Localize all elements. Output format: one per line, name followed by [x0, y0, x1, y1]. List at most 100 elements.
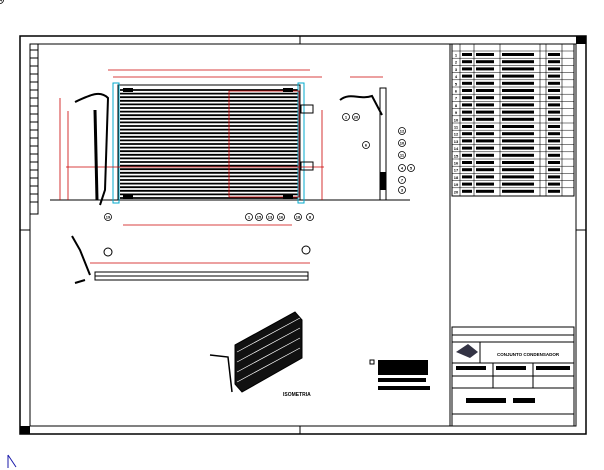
isometric-label: ISOMETRIA	[283, 392, 311, 398]
item-number: 12	[454, 132, 459, 137]
table-cell-text	[502, 89, 534, 92]
front-view	[50, 69, 355, 226]
balloon-number: 8	[309, 215, 312, 220]
item-number: 2	[455, 60, 458, 65]
balloon	[398, 139, 406, 147]
balloon-number: 5	[410, 166, 413, 171]
table-cell-text	[548, 67, 560, 71]
table-cell-text	[476, 67, 494, 71]
table-cell-text	[548, 139, 560, 143]
table-cell-text	[548, 153, 560, 157]
table-cell-text	[476, 81, 494, 85]
balloon	[398, 164, 406, 172]
table-cell-text	[502, 175, 534, 179]
balloon-number: 6	[365, 143, 368, 148]
table-cell-text	[462, 110, 472, 114]
table-cell-text	[476, 96, 494, 100]
balloon-number: 16	[279, 215, 284, 220]
mouse-cursor-icon	[7, 454, 17, 468]
table-cell-text	[548, 132, 560, 136]
table-cell-text	[502, 161, 534, 164]
table-cell-text	[462, 182, 472, 186]
item-number: 17	[454, 168, 459, 173]
item-number: 13	[454, 139, 459, 144]
table-cell-text	[502, 139, 534, 143]
table-cell-text	[462, 103, 472, 107]
table-cell-text	[462, 168, 472, 172]
item-number: 15	[454, 153, 459, 158]
balloon-number: 20	[354, 115, 359, 120]
table-cell-text	[476, 175, 494, 179]
table-cell-text	[502, 132, 534, 136]
balloon	[362, 141, 370, 149]
table-cell-text	[476, 74, 494, 78]
item-number: 9	[455, 110, 458, 115]
balloon-number: 19	[106, 215, 111, 220]
notes	[369, 359, 430, 390]
item-number: 8	[455, 103, 458, 108]
table-cell-text	[548, 161, 560, 164]
balloon	[398, 186, 406, 194]
balloon-number: 10	[400, 141, 405, 146]
item-number: 16	[454, 161, 459, 166]
table-cell-text	[548, 89, 560, 92]
balloon	[0, 0, 4, 4]
table-cell-text	[476, 110, 494, 114]
table-cell-text	[462, 175, 472, 179]
item-number: 4	[455, 74, 458, 79]
table-cell-text	[462, 89, 472, 92]
table-cell-text	[462, 96, 472, 100]
balloon-number: 11	[400, 153, 405, 158]
table-cell-text	[476, 117, 494, 121]
item-number: 6	[455, 89, 458, 94]
balloon	[277, 213, 285, 221]
table-cell-text	[476, 103, 494, 107]
table-cell-text	[462, 60, 472, 64]
drawing-title: CONJUNTO CONDENSADOR	[497, 352, 560, 357]
table-cell-text	[462, 153, 472, 157]
item-number: 20	[454, 189, 459, 194]
table-cell-text	[462, 146, 472, 150]
balloon	[255, 213, 263, 221]
table-cell-text	[462, 161, 472, 164]
isometric-view: ISOMETRIA	[209, 311, 311, 398]
table-cell-text	[476, 132, 494, 136]
table-cell-text	[502, 96, 534, 100]
balloon	[398, 127, 406, 135]
table-cell-text	[548, 146, 560, 150]
iso-tube-line	[236, 317, 301, 353]
table-cell-text	[548, 182, 560, 186]
balloon-number: 13	[268, 215, 273, 220]
balloon-number: 3	[401, 188, 404, 193]
table-cell-text	[476, 60, 494, 64]
item-number: 11	[454, 125, 459, 130]
table-cell-text	[476, 168, 494, 172]
table-cell-text	[548, 103, 560, 107]
table-cell-text	[502, 125, 534, 128]
table-cell-text	[502, 153, 534, 157]
table-cell-text	[476, 189, 494, 193]
title-block: CONJUNTO CONDENSADOR	[451, 326, 575, 427]
table-cell-text	[462, 81, 472, 85]
table-cell-text	[502, 168, 534, 172]
table-cell-text	[502, 67, 534, 71]
table-cell-text	[548, 117, 560, 121]
table-cell-text	[548, 81, 560, 85]
balloon	[104, 213, 112, 221]
balloon-number: 4	[401, 166, 404, 171]
balloon-number: 12	[400, 129, 405, 134]
table-cell-text	[548, 168, 560, 172]
table-cell-text	[502, 103, 534, 107]
table-cell-text	[476, 146, 494, 150]
table-cell-text	[548, 189, 560, 193]
balloon	[266, 213, 274, 221]
table-cell-text	[476, 139, 494, 143]
item-number: 5	[455, 81, 458, 86]
table-cell-text	[462, 125, 472, 128]
table-cell-text	[502, 60, 534, 64]
iso-tube-line	[236, 337, 301, 373]
table-cell-text	[462, 189, 472, 193]
item-number: 18	[454, 175, 459, 180]
bottom-view	[71, 235, 311, 284]
balloon-number: 18	[296, 215, 301, 220]
